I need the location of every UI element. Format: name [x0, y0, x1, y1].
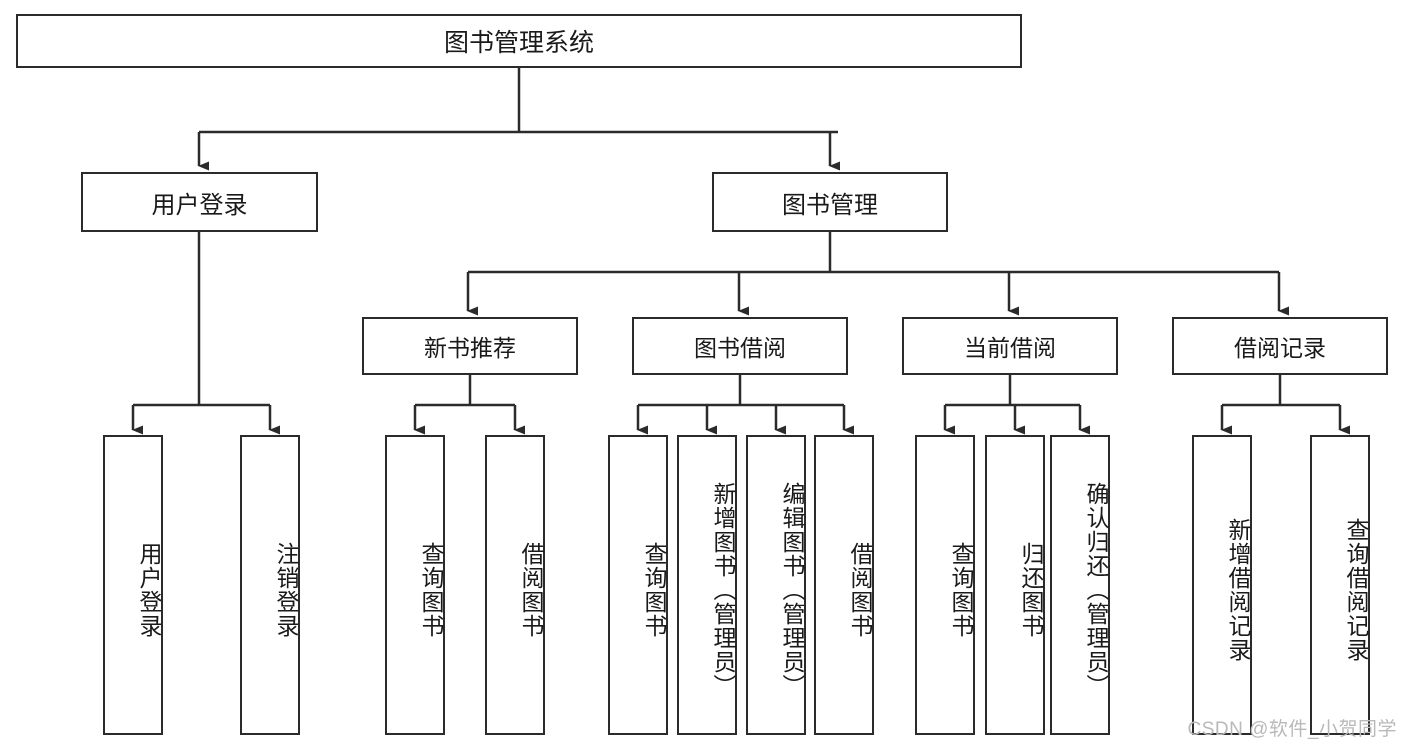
- leaf-edit-book-label: 编辑图书（管理员）: [779, 482, 805, 698]
- leaf-confirm-return-label: 确认归还（管理员）: [1083, 482, 1109, 698]
- leaf-confirm-return[interactable]: 确认归还（管理员）: [1050, 435, 1110, 735]
- node-borrow-record-label: 借阅记录: [1234, 335, 1326, 361]
- leaf-borrow-book-rec-label: 借阅图书: [518, 542, 544, 638]
- node-root[interactable]: 图书管理系统: [16, 14, 1022, 68]
- node-current-borrow-label: 当前借阅: [964, 335, 1056, 361]
- leaf-return-book[interactable]: 归还图书: [985, 435, 1045, 735]
- leaf-add-book-label: 新增图书（管理员）: [710, 482, 736, 698]
- leaf-borrow-book-rec[interactable]: 借阅图书: [485, 435, 545, 735]
- node-book-admin[interactable]: 图书管理: [712, 172, 948, 232]
- leaf-add-book[interactable]: 新增图书（管理员）: [677, 435, 737, 735]
- leaf-query-book-cur[interactable]: 查询图书: [915, 435, 975, 735]
- leaf-user-login-label: 用户登录: [136, 542, 162, 638]
- leaf-return-book-label: 归还图书: [1018, 542, 1044, 638]
- leaf-query-book-rec[interactable]: 查询图书: [385, 435, 445, 735]
- node-book-borrow-label: 图书借阅: [694, 335, 786, 361]
- leaf-logout-label: 注销登录: [273, 542, 299, 638]
- csdn-watermark: CSDN @软件_小贺同学: [1187, 719, 1397, 740]
- leaf-query-book-borrow-label: 查询图书: [641, 542, 667, 638]
- leaf-query-book-rec-label: 查询图书: [418, 542, 444, 638]
- leaf-query-record[interactable]: 查询借阅记录: [1310, 435, 1370, 735]
- node-root-label: 图书管理系统: [443, 29, 594, 57]
- node-new-book-rec-label: 新书推荐: [424, 335, 516, 361]
- node-borrow-record[interactable]: 借阅记录: [1172, 317, 1388, 375]
- leaf-query-book-borrow[interactable]: 查询图书: [608, 435, 668, 735]
- leaf-edit-book[interactable]: 编辑图书（管理员）: [746, 435, 806, 735]
- leaf-borrow-book[interactable]: 借阅图书: [814, 435, 874, 735]
- leaf-borrow-book-label: 借阅图书: [847, 542, 873, 638]
- leaf-query-book-cur-label: 查询图书: [948, 542, 974, 638]
- leaf-query-record-label: 查询借阅记录: [1343, 518, 1369, 662]
- node-book-admin-label: 图书管理: [782, 191, 878, 219]
- node-new-book-rec[interactable]: 新书推荐: [362, 317, 578, 375]
- node-user-login[interactable]: 用户登录: [81, 172, 318, 232]
- leaf-add-record-label: 新增借阅记录: [1225, 518, 1251, 662]
- node-user-login-label: 用户登录: [151, 191, 248, 219]
- leaf-logout[interactable]: 注销登录: [240, 435, 300, 735]
- leaf-user-login[interactable]: 用户登录: [103, 435, 163, 735]
- leaf-add-record[interactable]: 新增借阅记录: [1192, 435, 1252, 735]
- node-current-borrow[interactable]: 当前借阅: [902, 317, 1118, 375]
- node-book-borrow[interactable]: 图书借阅: [632, 317, 848, 375]
